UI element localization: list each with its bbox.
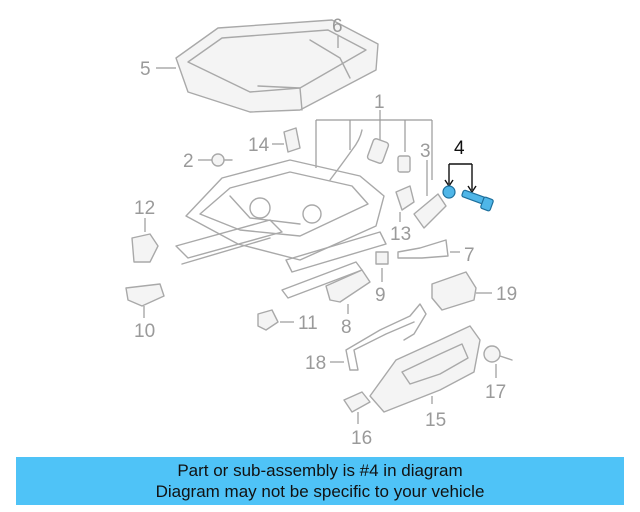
- callout-18: 18: [305, 353, 326, 374]
- callout-12: 12: [134, 198, 155, 219]
- parts-diagram: 5 6 1 4 3: [125, 16, 517, 449]
- callout-14: 14: [248, 135, 270, 156]
- module-part-19: [431, 271, 477, 311]
- bolt-part-4: [442, 185, 494, 212]
- callout-15: 15: [425, 410, 446, 431]
- callout-19: 19: [496, 284, 517, 305]
- side-shield-part-15: [369, 325, 481, 413]
- clip-part-14: [283, 127, 301, 153]
- motor-part-11: [257, 309, 279, 331]
- info-banner: Part or sub-assembly is #4 in diagram Di…: [16, 457, 624, 505]
- bracket-part-12: [131, 233, 159, 263]
- panel-part-8: [325, 269, 371, 303]
- side-cover-part-3: [413, 193, 447, 229]
- callout-11: 11: [298, 313, 318, 334]
- callout-3: 3: [420, 141, 431, 162]
- callout-9: 9: [375, 285, 386, 306]
- knob-part-17: [483, 345, 513, 363]
- callout-7: 7: [464, 245, 475, 266]
- callout-17: 17: [485, 382, 506, 403]
- bracket-part-16: [343, 391, 371, 413]
- seat-cushion-part: [175, 19, 379, 113]
- callout-10: 10: [134, 321, 155, 342]
- bracket-part-13: [395, 185, 415, 211]
- callout-4: 4: [454, 138, 465, 159]
- wire-harness-part: [329, 129, 411, 181]
- switch-part-9: [375, 251, 389, 265]
- banner-line-1: Part or sub-assembly is #4 in diagram: [177, 461, 463, 480]
- callout-16: 16: [351, 428, 372, 449]
- banner-line-2: Diagram may not be specific to your vehi…: [155, 482, 485, 501]
- callout-6: 6: [332, 16, 343, 37]
- callout-1: 1: [374, 92, 385, 113]
- callout-2: 2: [183, 151, 194, 172]
- fastener-part-2: [211, 153, 233, 167]
- callout-5: 5: [140, 59, 151, 80]
- callout-8: 8: [341, 317, 352, 338]
- trim-part-7: [397, 239, 449, 259]
- callout-13: 13: [390, 224, 411, 245]
- cable-part-18: [345, 303, 427, 371]
- cover-part-10: [125, 283, 165, 307]
